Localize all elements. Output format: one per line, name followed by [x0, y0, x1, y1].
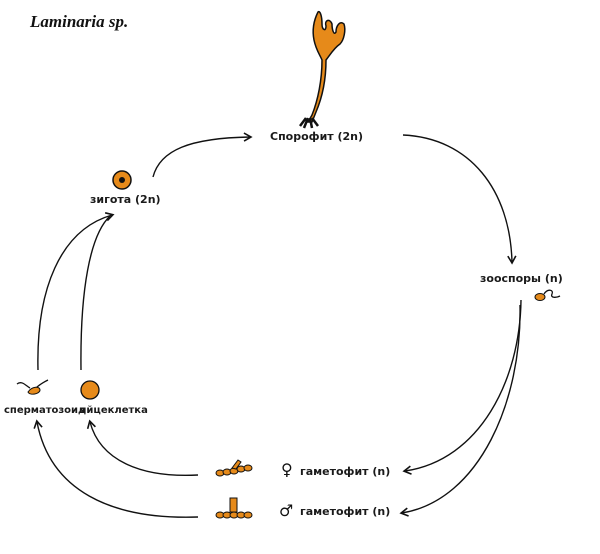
- sporophyte-label: Спорофит (2n): [270, 130, 364, 143]
- female-gametophyte-icon: [215, 459, 253, 477]
- male-gametophyte-label: гаметофит (n): [300, 505, 391, 518]
- sperm-icon: [16, 379, 49, 395]
- arrow-male-gametophyte-to-sperm: [33, 419, 199, 518]
- arrow-zoospores-to-female-gametophyte: [402, 299, 522, 475]
- arrow-female-gametophyte-to-egg: [86, 419, 199, 477]
- egg-label: яйцеклетка: [80, 405, 148, 416]
- male-symbol-icon: ♂: [279, 501, 294, 520]
- zygote-label: зигота (2n): [90, 193, 161, 206]
- arrow-zoospores-to-male-gametophyte: [399, 304, 521, 517]
- egg-icon: [80, 380, 100, 400]
- male-gametophyte-icon: [215, 497, 253, 519]
- female-gametophyte-label: гаметофит (n): [300, 465, 391, 478]
- diagram-title: Laminaria sp.: [30, 12, 129, 31]
- arrow-sporophyte-to-zoospores: [402, 134, 517, 265]
- zoospore-icon: [534, 289, 561, 301]
- arrow-egg-to-zygote: [80, 215, 111, 371]
- zygote-icon: [112, 170, 132, 190]
- arrow-sperm-to-zygote: [37, 212, 115, 371]
- female-symbol-icon: ♀: [281, 460, 293, 479]
- sperm-label: сперматозоид: [4, 405, 87, 416]
- arrow-zygote-to-sporophyte: [152, 132, 253, 178]
- zoospores-label: зооспоры (n): [480, 272, 563, 285]
- sporophyte-icon: [299, 10, 346, 129]
